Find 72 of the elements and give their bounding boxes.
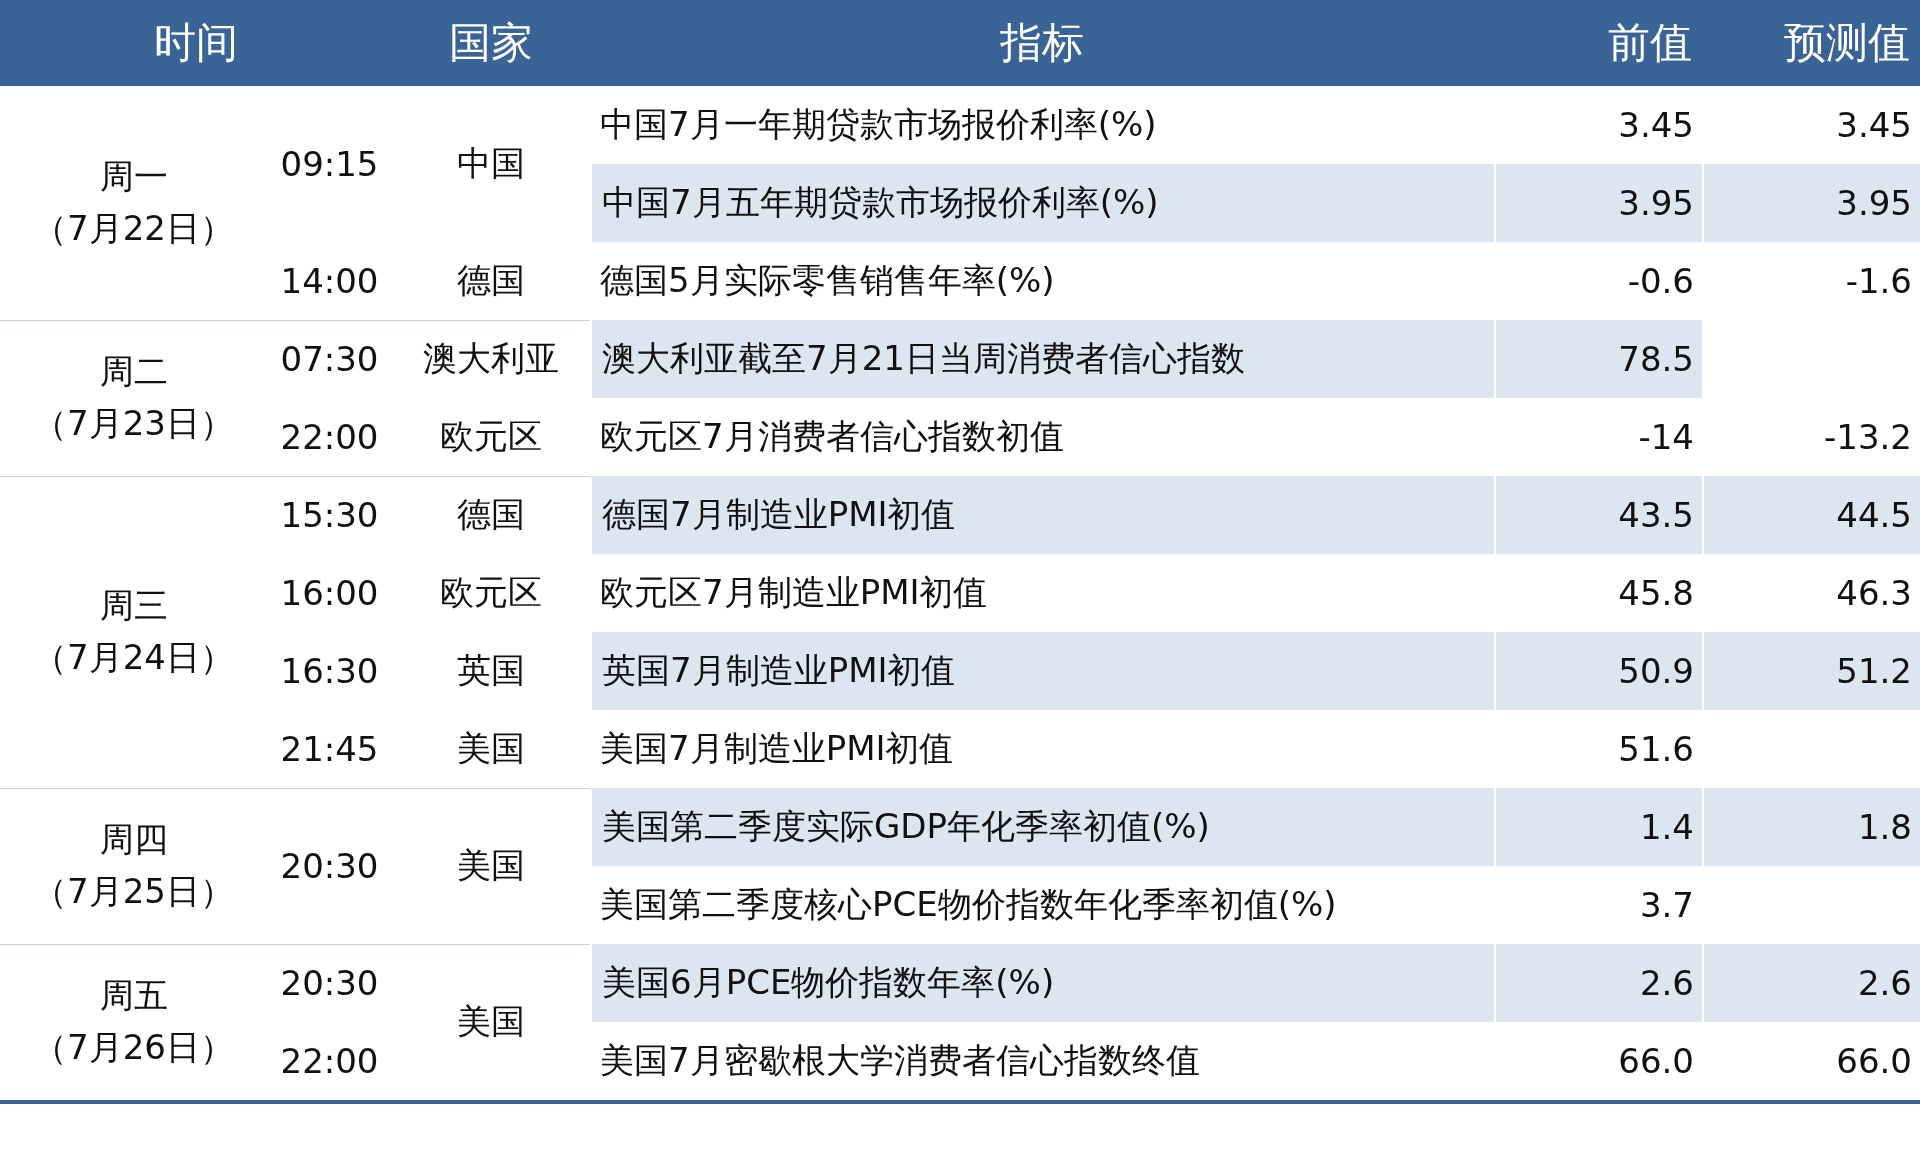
indicator-cell: 澳大利亚截至7月21日当周消费者信心指数 [592, 320, 1494, 398]
value-cell: 1.4 [1496, 788, 1702, 866]
value-cell: 44.5 [1704, 476, 1920, 554]
country-cell-text: 美国 [456, 727, 526, 770]
date-label: （7月24日） [33, 636, 234, 679]
value-cell-text: 3.45 [1835, 104, 1913, 147]
country-cell-text: 德国 [456, 259, 526, 302]
time-cell-text: 16:30 [279, 650, 380, 693]
column-header: 时间 [0, 0, 392, 86]
weekday-label: 周四 [99, 818, 168, 861]
indicator-cell-text: 欧元区7月制造业PMI初值 [599, 571, 989, 614]
time-cell-text: 20:30 [279, 962, 380, 1005]
value-cell-text: 51.6 [1617, 728, 1695, 771]
value-cell: 3.95 [1704, 164, 1920, 242]
country-cell-text: 欧元区 [439, 415, 543, 458]
date-label: （7月22日） [33, 207, 234, 250]
value-cell: 51.2 [1704, 632, 1920, 710]
value-cell-text: 3.7 [1638, 884, 1695, 927]
time-cell-text: 14:00 [279, 260, 380, 303]
country-cell-text: 德国 [456, 493, 526, 536]
value-cell-text: -14 [1637, 416, 1695, 459]
time-cell-text: 07:30 [279, 338, 380, 381]
weekday-label: 周二 [99, 350, 168, 393]
time-cell-text: 22:00 [279, 1040, 380, 1083]
value-cell-text: -1.6 [1844, 260, 1913, 303]
value-cell-text: 46.3 [1835, 572, 1913, 615]
indicator-cell: 中国7月五年期贷款市场报价利率(%) [592, 164, 1494, 242]
time-cell-text: 09:15 [279, 143, 380, 186]
column-header: 国家 [392, 0, 590, 86]
indicator-cell-text: 美国第二季度核心PCE物价指数年化季率初值(%) [599, 883, 1338, 926]
indicator-cell-text: 德国5月实际零售销售年率(%) [599, 259, 1056, 302]
value-cell-text: 3.45 [1617, 104, 1695, 147]
country-cell-text: 美国 [456, 1000, 526, 1043]
value-cell-text: -13.2 [1823, 416, 1913, 459]
country-cell-text: 澳大利亚 [422, 337, 560, 380]
weekday-label: 周三 [99, 584, 168, 627]
indicator-cell-text: 中国7月一年期贷款市场报价利率(%) [599, 103, 1158, 146]
indicator-cell: 美国6月PCE物价指数年率(%) [592, 944, 1494, 1022]
country-cell-text: 中国 [456, 142, 526, 185]
time-cell-text: 21:45 [279, 728, 380, 771]
value-cell: 43.5 [1496, 476, 1702, 554]
weekday-label: 周一 [99, 155, 168, 198]
indicator-cell: 德国7月制造业PMI初值 [592, 476, 1494, 554]
time-cell-text: 22:00 [279, 416, 380, 459]
value-cell-text: 45.8 [1617, 572, 1695, 615]
date-label: （7月23日） [33, 402, 234, 445]
time-cell-text: 15:30 [279, 494, 380, 537]
weekday-label: 周五 [99, 974, 168, 1017]
value-cell: 3.95 [1496, 164, 1702, 242]
country-cell-text: 英国 [456, 649, 526, 692]
column-header: 预测值 [1702, 0, 1920, 86]
date-label: （7月25日） [33, 870, 234, 913]
value-cell-text: 66.0 [1835, 1040, 1913, 1083]
value-cell: 78.5 [1496, 320, 1702, 398]
value-cell-text: 66.0 [1617, 1040, 1695, 1083]
indicator-cell: 英国7月制造业PMI初值 [592, 632, 1494, 710]
country-cell-text: 美国 [456, 844, 526, 887]
indicator-cell-text: 美国7月密歇根大学消费者信心指数终值 [599, 1039, 1201, 1082]
date-label: （7月26日） [33, 1026, 234, 1069]
time-cell-text: 16:00 [279, 572, 380, 615]
column-header: 前值 [1494, 0, 1702, 86]
time-cell-text: 20:30 [279, 845, 380, 888]
column-header: 指标 [590, 0, 1494, 86]
value-cell: 2.6 [1496, 944, 1702, 1022]
indicator-cell: 美国第二季度实际GDP年化季率初值(%) [592, 788, 1494, 866]
indicator-cell-text: 欧元区7月消费者信心指数初值 [599, 415, 1065, 458]
value-cell-text: -0.6 [1626, 260, 1695, 303]
value-cell: 1.8 [1704, 788, 1920, 866]
value-cell: 50.9 [1496, 632, 1702, 710]
country-cell-text: 欧元区 [439, 571, 543, 614]
value-cell: 2.6 [1704, 944, 1920, 1022]
indicator-cell-text: 美国7月制造业PMI初值 [599, 727, 955, 770]
